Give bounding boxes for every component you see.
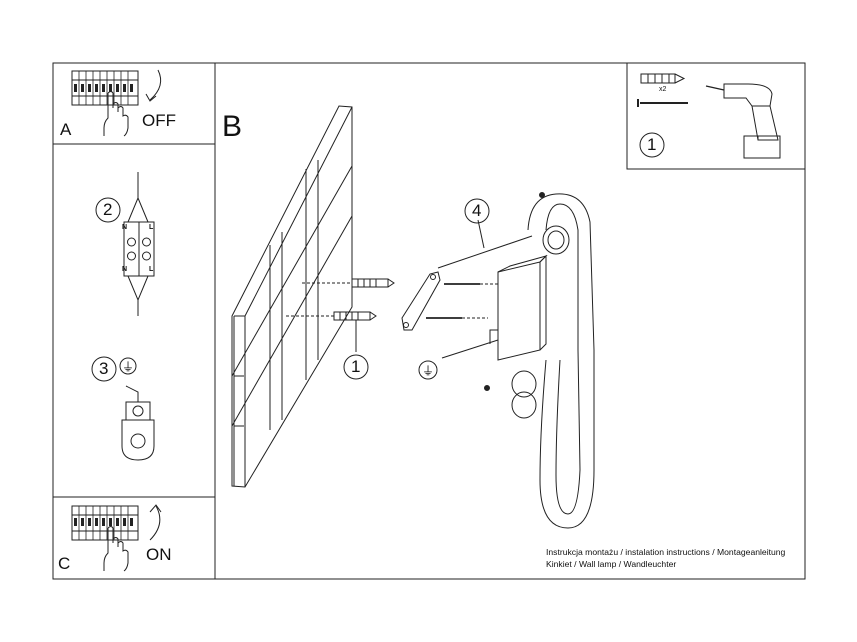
- wall-anchor-upper: [302, 278, 395, 288]
- arrow-down-icon: [149, 69, 162, 101]
- caption-line-2: Kinkiet / Wall lamp / Wandleuchter: [546, 559, 677, 569]
- arrow-down-head-icon: [145, 93, 157, 102]
- hand-pointing-icon: [103, 526, 129, 572]
- tools-badge-ring: [639, 132, 665, 158]
- outer-frame: [52, 62, 806, 580]
- tools-panel-frame: [626, 62, 806, 170]
- step-2-badge-ring: [95, 197, 121, 223]
- panel-a-letter: A: [60, 120, 72, 139]
- terminal-l-top: L: [149, 224, 154, 231]
- ground-note-icon: ⏚: [422, 364, 435, 378]
- ground-badge-ring: [119, 357, 137, 375]
- breaker-box-on-icon: [71, 505, 139, 541]
- leader-line-fixture: [477, 219, 485, 249]
- wire-connector-icon: [123, 172, 155, 316]
- arrow-up-icon: [149, 505, 161, 541]
- fixture-step-number: 4: [472, 201, 482, 220]
- wall-lamp-fixture: [484, 192, 595, 529]
- terminal-l-bottom: L: [149, 266, 154, 273]
- panel-a-frame: [52, 62, 216, 145]
- step-3-badge-ring: [91, 356, 117, 382]
- panel-b-letter: B: [222, 110, 243, 143]
- ground-terminal-icon: [121, 385, 155, 461]
- terminal-n-bottom: N: [122, 266, 128, 273]
- mounting-bracket: [401, 271, 441, 331]
- panel-a-action: OFF: [142, 111, 176, 130]
- panel-c-frame: [52, 496, 216, 580]
- wall-plug-icon: [640, 73, 686, 84]
- step-2-number: 2: [103, 200, 113, 219]
- fixture-badge-ring: [464, 198, 490, 224]
- caption-line-1: Instrukcja montażu / instalation instruc…: [546, 547, 786, 557]
- hand-pointing-icon: [103, 91, 129, 137]
- drill-icon: [705, 83, 781, 159]
- step-3-number: 3: [99, 359, 109, 378]
- leader-line-ground: [441, 339, 499, 359]
- anchor-step-number: 1: [351, 357, 361, 376]
- terminal-n-top: N: [122, 224, 128, 231]
- plug-count: x2: [659, 86, 667, 93]
- panel-c-letter: C: [58, 554, 71, 573]
- ground-symbol-icon: ⏚: [122, 360, 135, 374]
- panel-c-action: ON: [146, 545, 172, 564]
- tools-step-number: 1: [647, 135, 657, 154]
- screw-icon: [637, 99, 688, 107]
- wall-panel: [231, 105, 353, 488]
- anchor-badge-ring: [343, 354, 369, 380]
- breaker-box-off-icon: [71, 70, 139, 106]
- arrow-up-head-icon: [149, 504, 162, 513]
- ground-note-ring: [418, 360, 438, 380]
- leader-line-fixture-top: [437, 235, 533, 269]
- wall-anchor-lower: [286, 311, 377, 321]
